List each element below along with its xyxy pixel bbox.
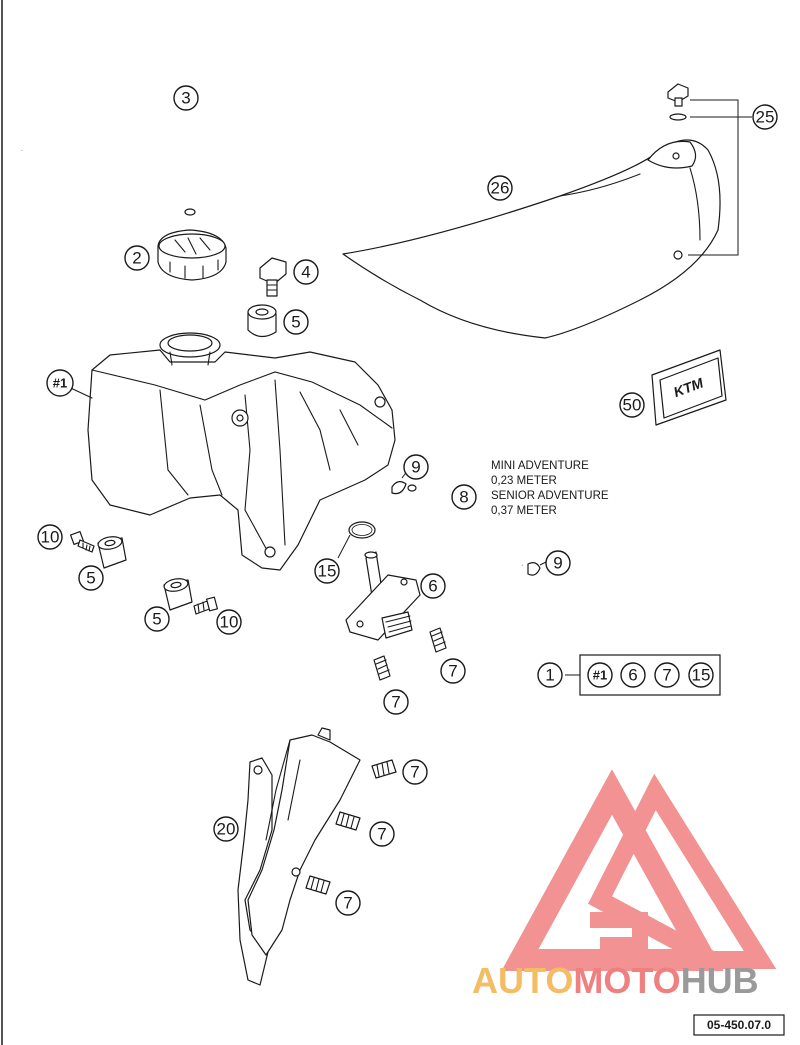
svg-text:15: 15 bbox=[692, 666, 711, 685]
svg-text:5: 5 bbox=[152, 610, 161, 629]
callout-7c: 7 bbox=[402, 759, 428, 785]
seat bbox=[342, 139, 721, 339]
callout-9a: 9 bbox=[403, 454, 429, 480]
watermark-triangle-inner bbox=[587, 773, 777, 969]
callout-20: 20 bbox=[213, 816, 239, 842]
hose-note-line-3: SENIOR ADVENTURE bbox=[491, 490, 609, 502]
callout-3: 3 bbox=[173, 85, 199, 111]
fuel-hose bbox=[391, 481, 541, 576]
callout-2: 2 bbox=[124, 245, 150, 271]
callout-5c: 5 bbox=[144, 606, 170, 632]
callout-7d: 7 bbox=[369, 821, 395, 847]
callout-25: 25 bbox=[752, 104, 778, 130]
svg-text:10: 10 bbox=[220, 613, 239, 632]
hose-note-line-1: MINI ADVENTURE bbox=[491, 460, 589, 472]
svg-text:7: 7 bbox=[377, 825, 386, 844]
watermark-moto: MOTO bbox=[573, 960, 680, 1001]
fuel-tap bbox=[345, 551, 421, 641]
svg-text:9: 9 bbox=[411, 458, 420, 477]
kit-item-1: #1 bbox=[587, 662, 613, 688]
screw-part-7-e bbox=[305, 875, 331, 895]
callout-50: 50 bbox=[619, 392, 645, 418]
callout-6: 6 bbox=[420, 573, 446, 599]
svg-text:6: 6 bbox=[628, 666, 637, 685]
svg-text:15: 15 bbox=[318, 562, 337, 581]
bolt-part-4 bbox=[259, 257, 287, 297]
svg-text:26: 26 bbox=[491, 179, 510, 198]
doc-number-box bbox=[693, 1014, 785, 1036]
svg-text:7: 7 bbox=[410, 763, 419, 782]
svg-text:7: 7 bbox=[391, 693, 400, 712]
svg-text:2: 2 bbox=[132, 249, 141, 268]
svg-text:6: 6 bbox=[428, 577, 437, 596]
svg-text:20: 20 bbox=[217, 820, 236, 839]
callout-9b: 9 bbox=[545, 550, 571, 576]
spacer-part-5-left bbox=[97, 536, 127, 569]
doc-number: 05-450.07.0 bbox=[707, 1018, 771, 1032]
callout-8: 8 bbox=[451, 484, 477, 510]
callout-4: 4 bbox=[293, 259, 319, 285]
seat-screw-part-25 bbox=[667, 83, 752, 256]
callout-26: 26 bbox=[487, 175, 513, 201]
screw-part-7-a bbox=[429, 627, 447, 653]
callout-5b: 5 bbox=[78, 565, 104, 591]
svg-text:5: 5 bbox=[86, 569, 95, 588]
watermark-g-shape bbox=[590, 912, 648, 953]
svg-text:8: 8 bbox=[459, 488, 468, 507]
callout-7e: 7 bbox=[335, 890, 361, 916]
watermark-text: AUTOMOTOHUB bbox=[472, 960, 759, 1001]
hose-note-line-4: 0,37 METER bbox=[491, 505, 557, 517]
ktm-decal: KTM bbox=[651, 349, 727, 426]
screw-part-7-d bbox=[335, 811, 361, 831]
breather-hose bbox=[18, 56, 196, 216]
screw-part-10-left bbox=[69, 530, 95, 553]
kit-item-4: 15 bbox=[688, 662, 714, 688]
callout-10a: 10 bbox=[37, 524, 63, 550]
svg-text:#1: #1 bbox=[593, 668, 607, 683]
svg-text:9: 9 bbox=[553, 554, 562, 573]
svg-text:7: 7 bbox=[448, 662, 457, 681]
svg-text:1: 1 bbox=[545, 666, 554, 685]
svg-text:50: 50 bbox=[623, 396, 642, 415]
kit-item-2: 6 bbox=[620, 662, 646, 688]
fuel-tank bbox=[59, 332, 396, 571]
callout-15: 15 bbox=[314, 558, 340, 584]
screw-part-10-right bbox=[193, 596, 219, 615]
leader-c9b bbox=[539, 561, 547, 566]
svg-text:3: 3 bbox=[181, 89, 190, 108]
svg-text:7: 7 bbox=[343, 894, 352, 913]
side-panel bbox=[237, 727, 361, 986]
fuel-cap bbox=[157, 229, 227, 281]
callout-tank: #1 bbox=[46, 369, 74, 397]
watermark-auto: AUTO bbox=[472, 960, 573, 1001]
screw-part-7-c bbox=[371, 759, 397, 779]
callout-1: 1 bbox=[537, 662, 563, 688]
callout-5a: 5 bbox=[283, 309, 309, 335]
svg-text:25: 25 bbox=[756, 108, 775, 127]
svg-text:5: 5 bbox=[291, 313, 300, 332]
svg-text:4: 4 bbox=[301, 263, 310, 282]
watermark-logo bbox=[501, 769, 777, 971]
kit-item-3: 7 bbox=[654, 662, 680, 688]
svg-text:7: 7 bbox=[662, 666, 671, 685]
watermark-hub: HUB bbox=[681, 960, 759, 1001]
hose-note-line-2: 0,23 METER bbox=[491, 475, 557, 487]
o-ring bbox=[337, 521, 376, 559]
watermark-triangle bbox=[501, 769, 724, 971]
svg-text:10: 10 bbox=[41, 528, 60, 547]
svg-text:#1: #1 bbox=[53, 376, 67, 391]
screw-part-7-b bbox=[373, 655, 391, 681]
callout-10b: 10 bbox=[216, 609, 242, 635]
callout-7b: 7 bbox=[383, 689, 409, 715]
spacer-part-5-right bbox=[163, 578, 193, 611]
spacer-part-5-top bbox=[247, 304, 277, 338]
callout-7a: 7 bbox=[440, 658, 466, 684]
